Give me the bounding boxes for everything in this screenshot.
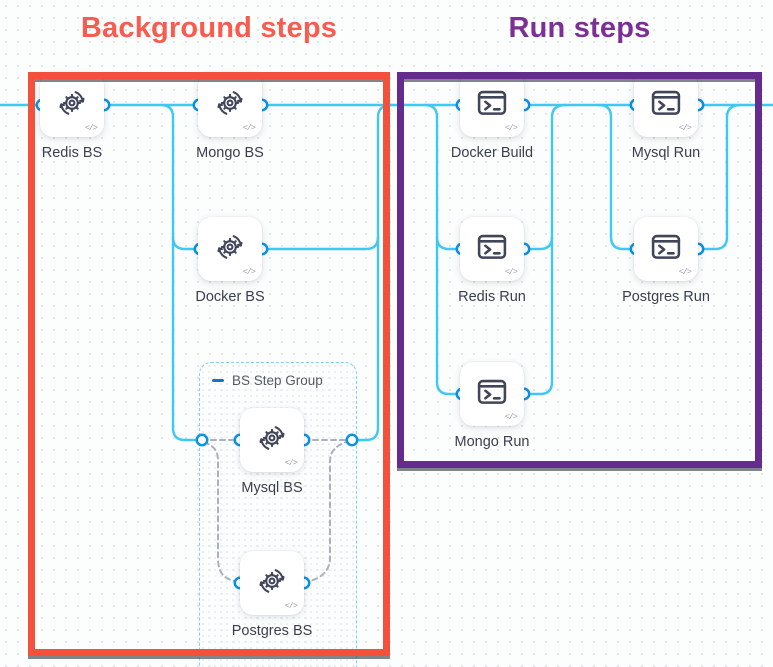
- step-card-postgres-run[interactable]: </>: [634, 217, 698, 281]
- code-badge-icon: </>: [284, 601, 298, 611]
- background-steps-title: Background steps: [80, 12, 338, 44]
- step-card-mongo-bs[interactable]: </>: [198, 73, 262, 137]
- background-step-icon: [259, 426, 285, 450]
- run-step-icon: [477, 90, 507, 115]
- run-step-icon: [477, 234, 507, 259]
- code-badge-icon: </>: [242, 123, 256, 133]
- step-label-mysql-bs: Mysql BS: [241, 480, 303, 496]
- run-step-icon: [651, 234, 681, 259]
- step-label-mysql-run: Mysql Run: [631, 145, 701, 161]
- run-step-icon: [477, 379, 507, 404]
- step-group-label: BS Step Group: [232, 373, 323, 388]
- code-badge-icon: </>: [504, 267, 518, 277]
- run-step-icon: [651, 90, 681, 115]
- background-step-icon: [217, 91, 243, 115]
- step-card-mongo-run[interactable]: </>: [460, 362, 524, 426]
- step-label-mongo-bs: Mongo BS: [196, 145, 264, 161]
- step-label-mongo-run: Mongo Run: [454, 434, 530, 450]
- step-card-redis-bs[interactable]: </>: [40, 73, 104, 137]
- code-badge-icon: </>: [242, 267, 256, 277]
- step-card-postgres-bs[interactable]: </>: [240, 551, 304, 615]
- background-step-icon: [217, 235, 243, 259]
- code-badge-icon: </>: [678, 267, 692, 277]
- step-label-postgres-run: Postgres Run: [622, 289, 710, 305]
- code-badge-icon: </>: [504, 412, 518, 422]
- step-label-redis-bs: Redis BS: [41, 145, 103, 161]
- step-card-docker-build[interactable]: </>: [460, 73, 524, 137]
- code-badge-icon: </>: [284, 458, 298, 468]
- step-label-docker-bs: Docker BS: [195, 289, 265, 305]
- port[interactable]: [345, 433, 359, 447]
- port[interactable]: [195, 433, 209, 447]
- code-badge-icon: </>: [678, 123, 692, 133]
- step-label-docker-build: Docker Build: [450, 145, 534, 161]
- collapse-minus-icon[interactable]: [212, 379, 224, 382]
- ports[interactable]: [35, 98, 705, 590]
- step-card-redis-run[interactable]: </>: [460, 217, 524, 281]
- background-step-icon: [259, 569, 285, 593]
- step-card-mysql-run[interactable]: </>: [634, 73, 698, 137]
- step-label-redis-run: Redis Run: [458, 289, 526, 305]
- background-step-icon: [59, 91, 85, 115]
- run-steps-title: Run steps: [508, 12, 651, 44]
- step-group-header: BS Step Group: [212, 373, 323, 388]
- code-badge-icon: </>: [504, 123, 518, 133]
- step-card-docker-bs[interactable]: </>: [198, 217, 262, 281]
- step-card-mysql-bs[interactable]: </>: [240, 408, 304, 472]
- step-label-postgres-bs: Postgres BS: [231, 623, 313, 639]
- code-badge-icon: </>: [84, 123, 98, 133]
